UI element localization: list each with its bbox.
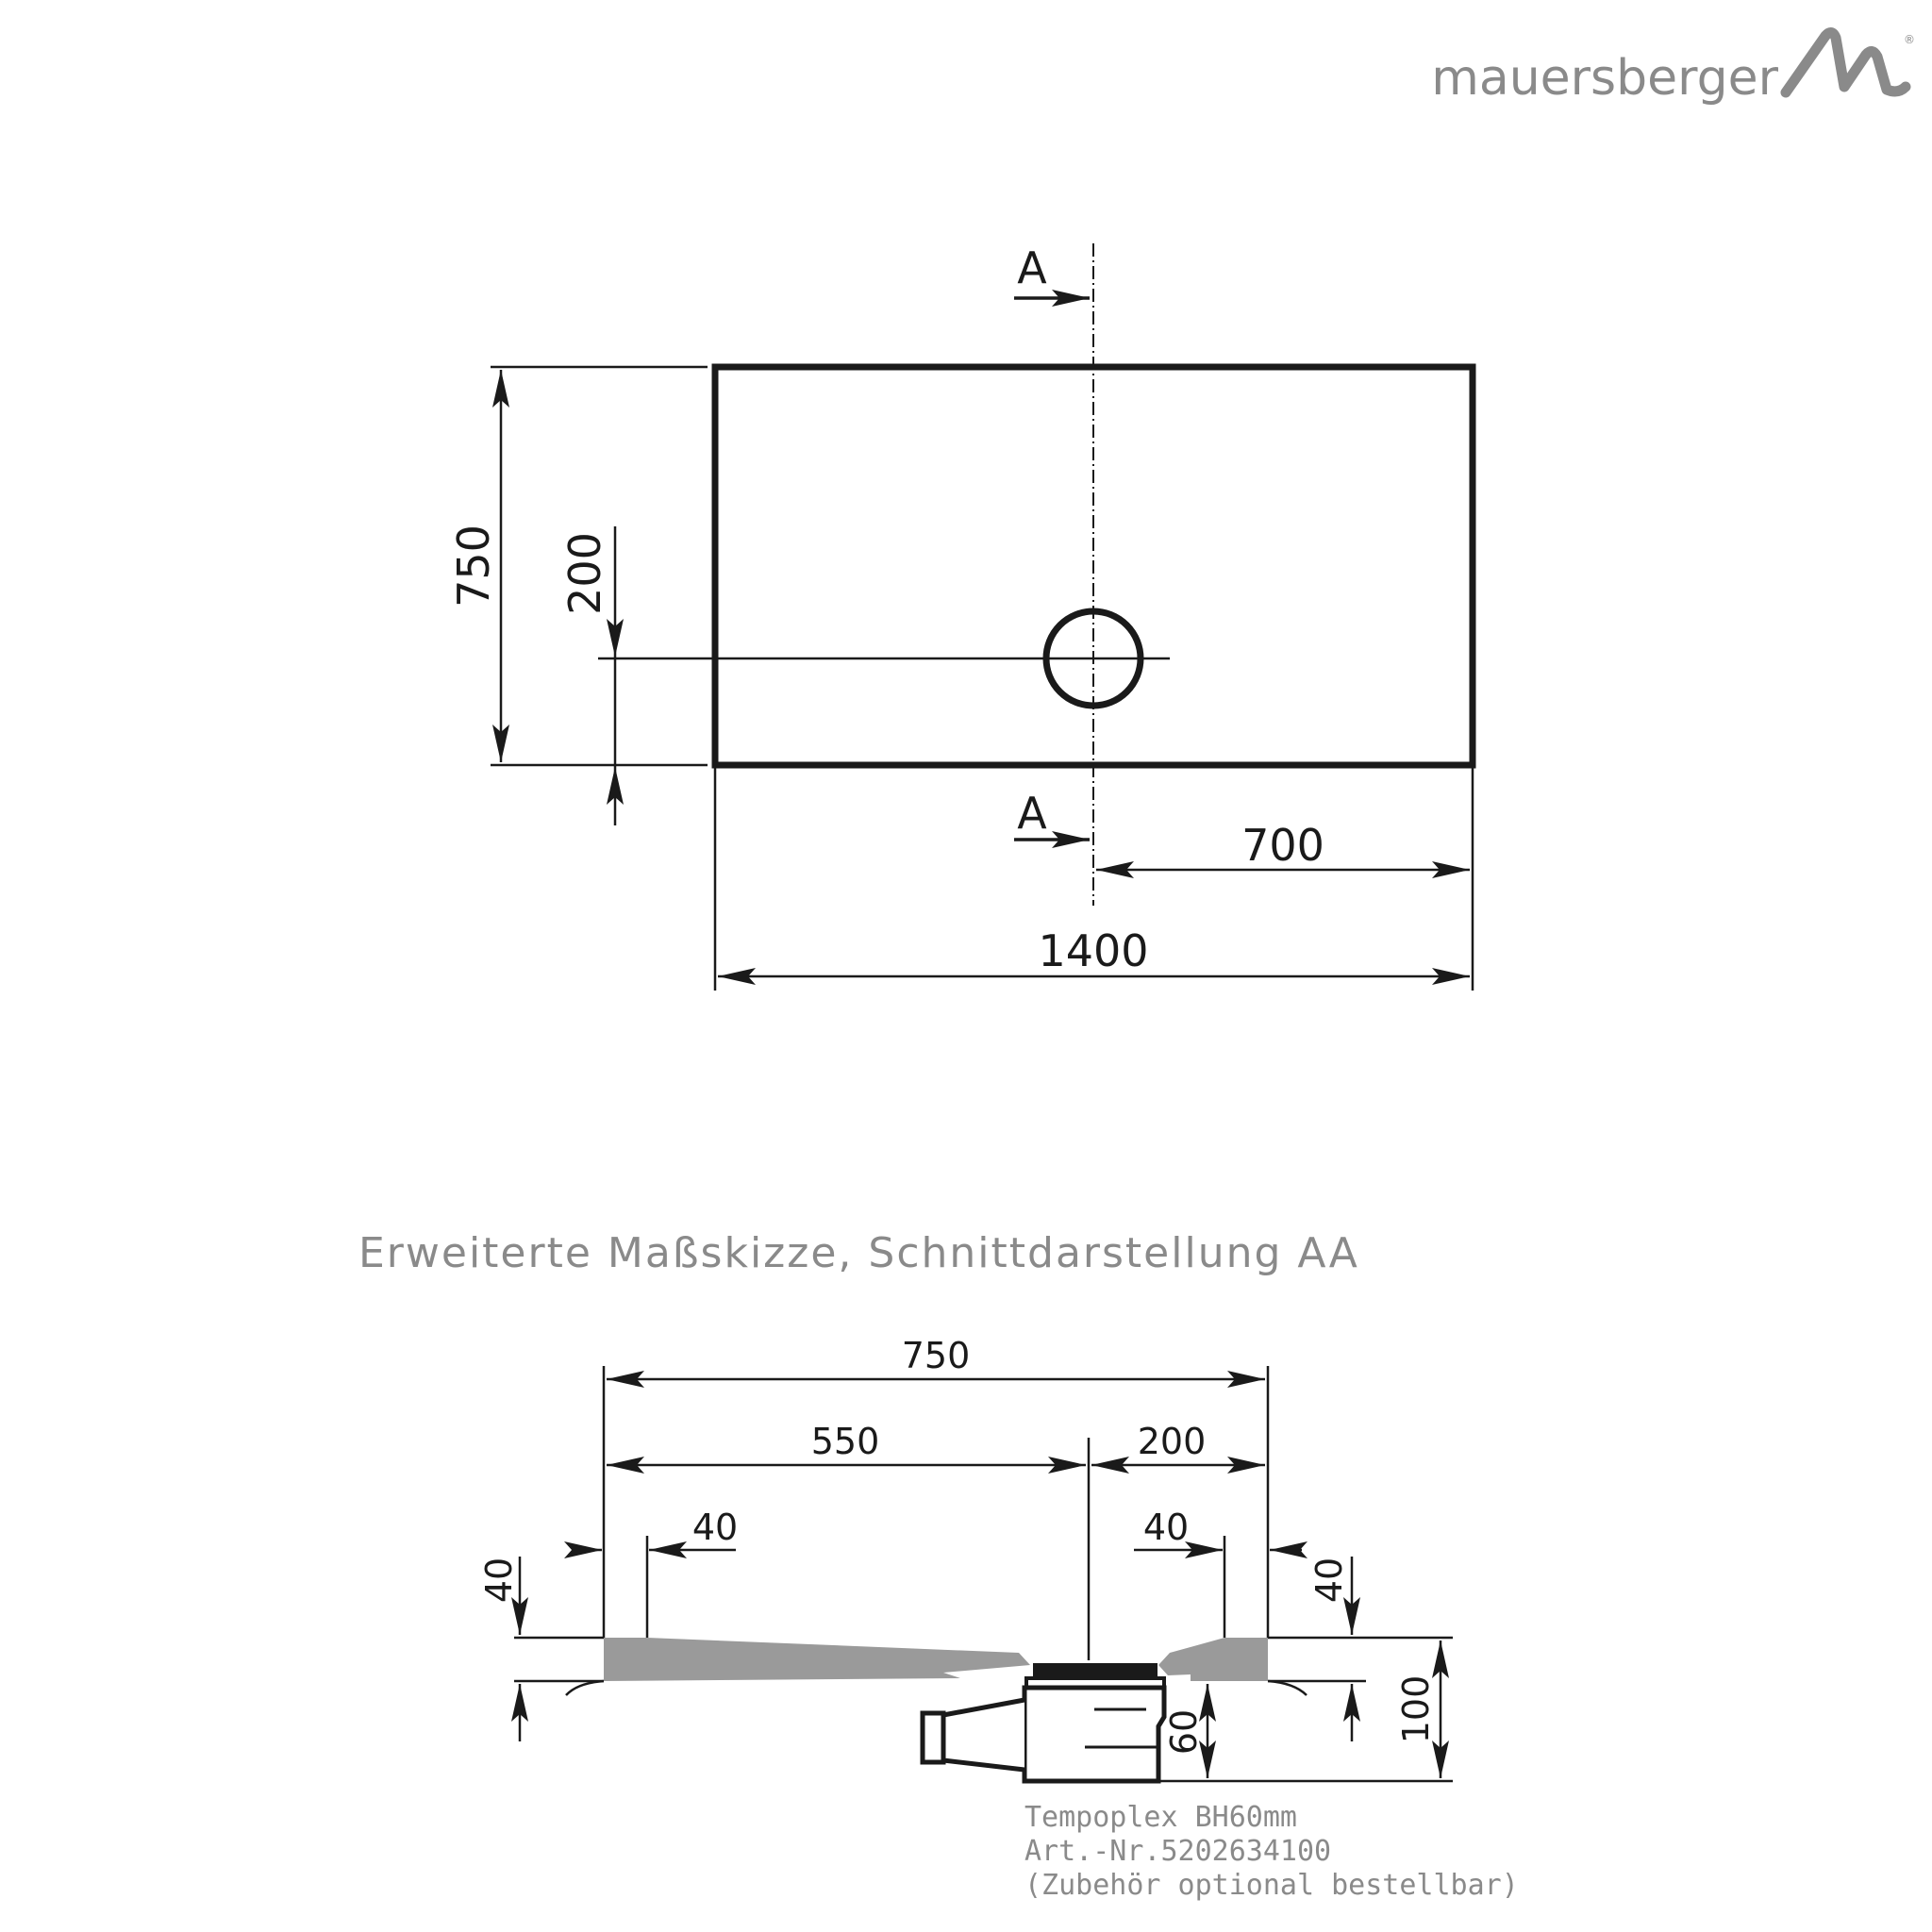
registered-mark: ® (1904, 33, 1915, 46)
section-view: 750 550 200 40 40 40 (478, 1335, 1519, 1902)
foot-right (1267, 1679, 1307, 1696)
section-marker-top: A (1014, 242, 1090, 307)
svg-text:A: A (1017, 242, 1047, 293)
plan-view: A A 750 200 700 (448, 242, 1476, 991)
section-title: Erweiterte Maßskizze, Schnittdarstellung… (358, 1229, 1359, 1277)
svg-text:40: 40 (1143, 1507, 1189, 1548)
dim-section-total: 750 (607, 1335, 1265, 1388)
dim-right-rim: 40 (1134, 1507, 1307, 1558)
svg-text:200: 200 (1138, 1421, 1207, 1462)
foot-left (565, 1679, 605, 1696)
dim-drain-offset: 200 (559, 526, 624, 825)
svg-text:A: A (1017, 788, 1047, 839)
accessory-note: Tempoplex BH60mm Art.-Nr.5202634100 (Zub… (1024, 1801, 1519, 1902)
mountain-logo-icon (1780, 27, 1911, 98)
svg-text:Tempoplex BH60mm: Tempoplex BH60mm (1024, 1801, 1297, 1834)
svg-text:(Zubehör optional bestellbar): (Zubehör optional bestellbar) (1024, 1869, 1519, 1902)
svg-text:40: 40 (692, 1507, 738, 1548)
svg-text:200: 200 (559, 532, 610, 615)
tray-profile (604, 1638, 1030, 1681)
svg-text:40: 40 (478, 1557, 520, 1603)
dim-right-height: 40 (1268, 1557, 1366, 1741)
svg-text:1400: 1400 (1038, 925, 1148, 976)
svg-text:700: 700 (1241, 820, 1324, 871)
dim-left-height: 40 (478, 1557, 604, 1741)
dim-height: 750 (448, 365, 708, 767)
section-marker-bottom: A (1014, 788, 1090, 848)
brand-name: mauersberger (1431, 50, 1778, 107)
dim-width: 1400 (713, 765, 1470, 991)
tray-profile-right (1158, 1638, 1268, 1681)
brand-logo: mauersberger ® (1431, 27, 1915, 107)
svg-text:750: 750 (902, 1335, 971, 1376)
dim-section-right: 200 (1091, 1421, 1265, 1474)
svg-text:100: 100 (1395, 1675, 1437, 1744)
dim-drain-height: 60 (1158, 1684, 1453, 1783)
svg-text:750: 750 (448, 525, 499, 608)
svg-text:40: 40 (1308, 1557, 1350, 1603)
dim-section-left: 550 (607, 1421, 1086, 1474)
drain-body (920, 1663, 1167, 1784)
dim-drain-to-right: 700 (1096, 765, 1474, 991)
dim-total-height: 100 (1366, 1636, 1453, 1778)
svg-text:60: 60 (1163, 1709, 1205, 1755)
svg-text:550: 550 (811, 1421, 880, 1462)
svg-text:Art.-Nr.5202634100: Art.-Nr.5202634100 (1024, 1835, 1331, 1868)
dim-left-rim: 40 (564, 1507, 738, 1558)
